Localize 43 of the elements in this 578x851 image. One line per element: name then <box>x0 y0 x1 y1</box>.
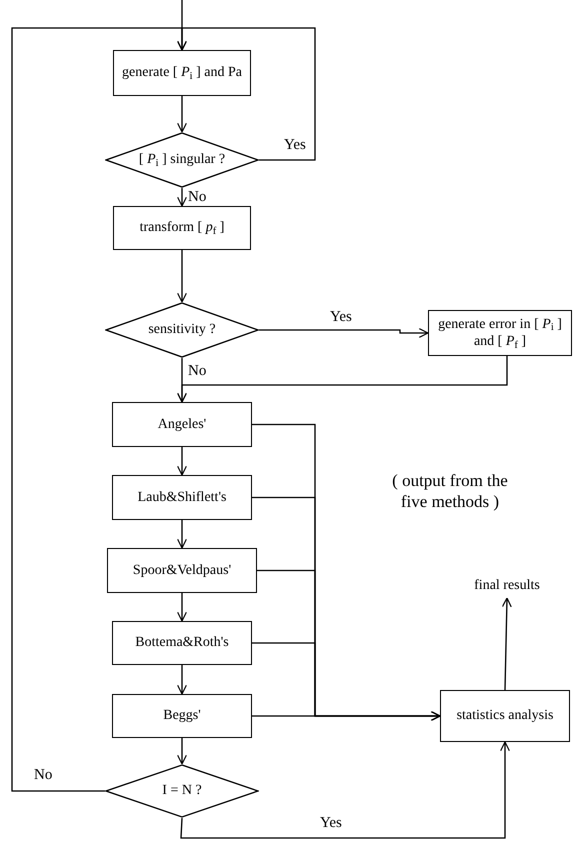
arrow <box>176 250 188 303</box>
decision-label: I = N ? <box>162 782 202 800</box>
result-text: final results <box>474 577 540 595</box>
arrow <box>176 96 188 133</box>
process-box <box>440 690 570 742</box>
arrow <box>176 188 188 207</box>
arrow <box>502 597 512 690</box>
box-label: statistics analysis <box>456 707 554 725</box>
arrow <box>176 520 188 549</box>
arrow <box>176 665 188 695</box>
box-label: Angeles' <box>158 416 206 434</box>
arrow <box>259 328 429 338</box>
process-box <box>112 402 252 447</box>
box-label: generate error in [ P$_{i}$ ] and [ P$_{f}$ ] <box>437 316 563 350</box>
process-box <box>113 206 251 250</box>
edge-label: Yes <box>284 138 306 153</box>
box-label: Beggs' <box>163 707 201 725</box>
box-label: generate [ P$_{i}$ ] and Pa <box>122 64 242 82</box>
edge-label: No <box>188 190 206 205</box>
process-box <box>112 475 252 520</box>
edge-label: No <box>34 768 52 783</box>
edge-label: Yes <box>320 816 342 831</box>
process-box <box>112 694 252 738</box>
process-box <box>428 310 572 356</box>
arrow <box>176 358 188 403</box>
edge-label: No <box>188 364 206 379</box>
box-label: Spoor&Veldpaus' <box>132 562 232 580</box>
process-box <box>112 621 252 665</box>
arrow <box>252 710 441 722</box>
box-label: Bottema&Roth's <box>135 634 229 652</box>
arrow <box>176 447 188 476</box>
note-text: ( output from the five methods ) <box>391 470 509 512</box>
box-label: Laub&Shiflett's <box>138 488 226 506</box>
box-label: transform [ p$_{f}$ ] <box>140 219 224 237</box>
arrow <box>11 27 188 792</box>
arrow <box>176 593 188 622</box>
edge-label: Yes <box>330 310 352 325</box>
decision-label: sensitivity ? <box>148 321 216 339</box>
process-box <box>107 548 257 593</box>
process-box <box>113 50 251 96</box>
decision-label: [ P$_{i}$ ] singular ? <box>138 151 226 169</box>
arrow <box>180 741 510 839</box>
arrow <box>176 738 188 765</box>
